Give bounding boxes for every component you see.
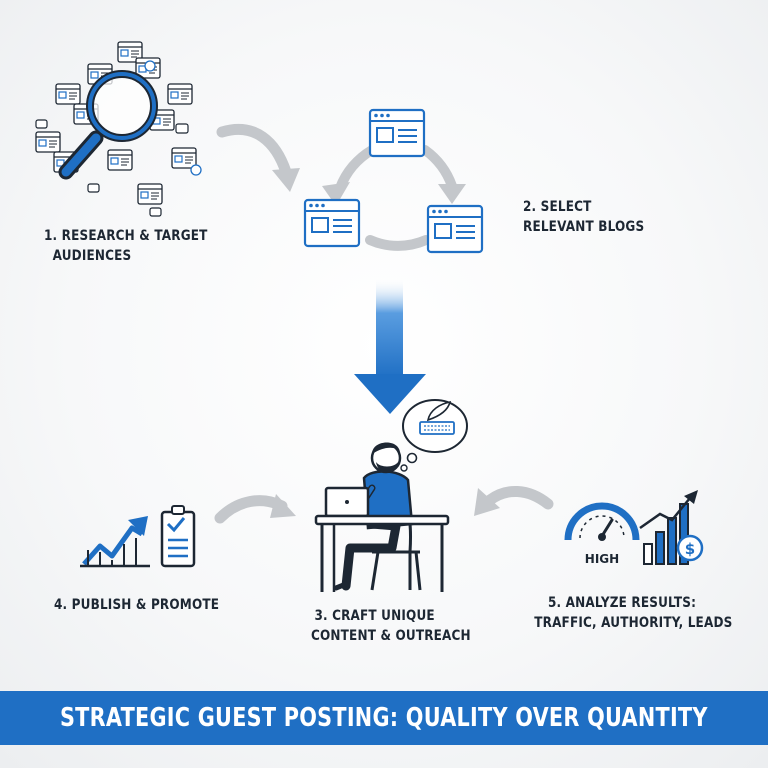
step-3-line-1: 3. CRAFT UNIQUE: [314, 608, 435, 624]
browser-window-icon: [303, 198, 361, 248]
select-blogs-cycle: [303, 108, 484, 254]
checklist-icon: [160, 505, 196, 568]
research-icon-cluster: [35, 41, 202, 217]
desk: [314, 514, 450, 592]
title-banner: STRATEGIC GUEST POSTING: QUALITY OVER QU…: [0, 691, 768, 745]
step-1-line-2: AUDIENCES: [52, 248, 132, 264]
down-arrow-icon: [354, 278, 426, 414]
browser-window-icon: [426, 204, 484, 254]
step-4-label: 4. PUBLISH & PROMOTE: [54, 595, 219, 615]
thought-bubble-icon: [400, 399, 468, 472]
step-2-line-1: 2. SELECT: [523, 199, 592, 215]
browser-window-icon: [368, 108, 426, 158]
step-3-label: 3. CRAFT UNIQUE CONTENT & OUTREACH: [311, 606, 471, 646]
flow-arrow-4-to-3: [214, 494, 296, 524]
trend-chart-icon: [80, 516, 150, 568]
laptop-icon: [324, 486, 370, 518]
step-1-label: 1. RESEARCH & TARGET AUDIENCES: [44, 226, 208, 266]
dollar-icon: $: [676, 534, 704, 562]
step-3-line-2: CONTENT & OUTREACH: [311, 628, 471, 644]
step-2-line-2: RELEVANT BLOGS: [523, 219, 645, 235]
step-5-line-1: 5. ANALYZE RESULTS:: [548, 595, 697, 611]
growth-bars-icon: [639, 490, 698, 565]
step-4-line-1: 4. PUBLISH & PROMOTE: [54, 597, 220, 613]
dollar-symbol: $: [685, 540, 695, 558]
step-5-label: 5. ANALYZE RESULTS: TRAFFIC, AUTHORITY, …: [534, 593, 732, 633]
magnifier-icon: [58, 70, 158, 180]
step-2-label: 2. SELECT RELEVANT BLOGS: [523, 197, 644, 237]
step-5-line-2: TRAFFIC, AUTHORITY, LEADS: [534, 615, 733, 631]
flow-arrow-1-to-2: [216, 123, 300, 192]
gauge-label: HIGH: [585, 552, 619, 566]
banner-title: STRATEGIC GUEST POSTING: QUALITY OVER QU…: [60, 703, 708, 733]
step-1-line-1: 1. RESEARCH & TARGET: [44, 228, 208, 244]
speedometer-icon: HIGH: [564, 502, 640, 566]
flow-arrow-5-to-3: [474, 485, 554, 516]
